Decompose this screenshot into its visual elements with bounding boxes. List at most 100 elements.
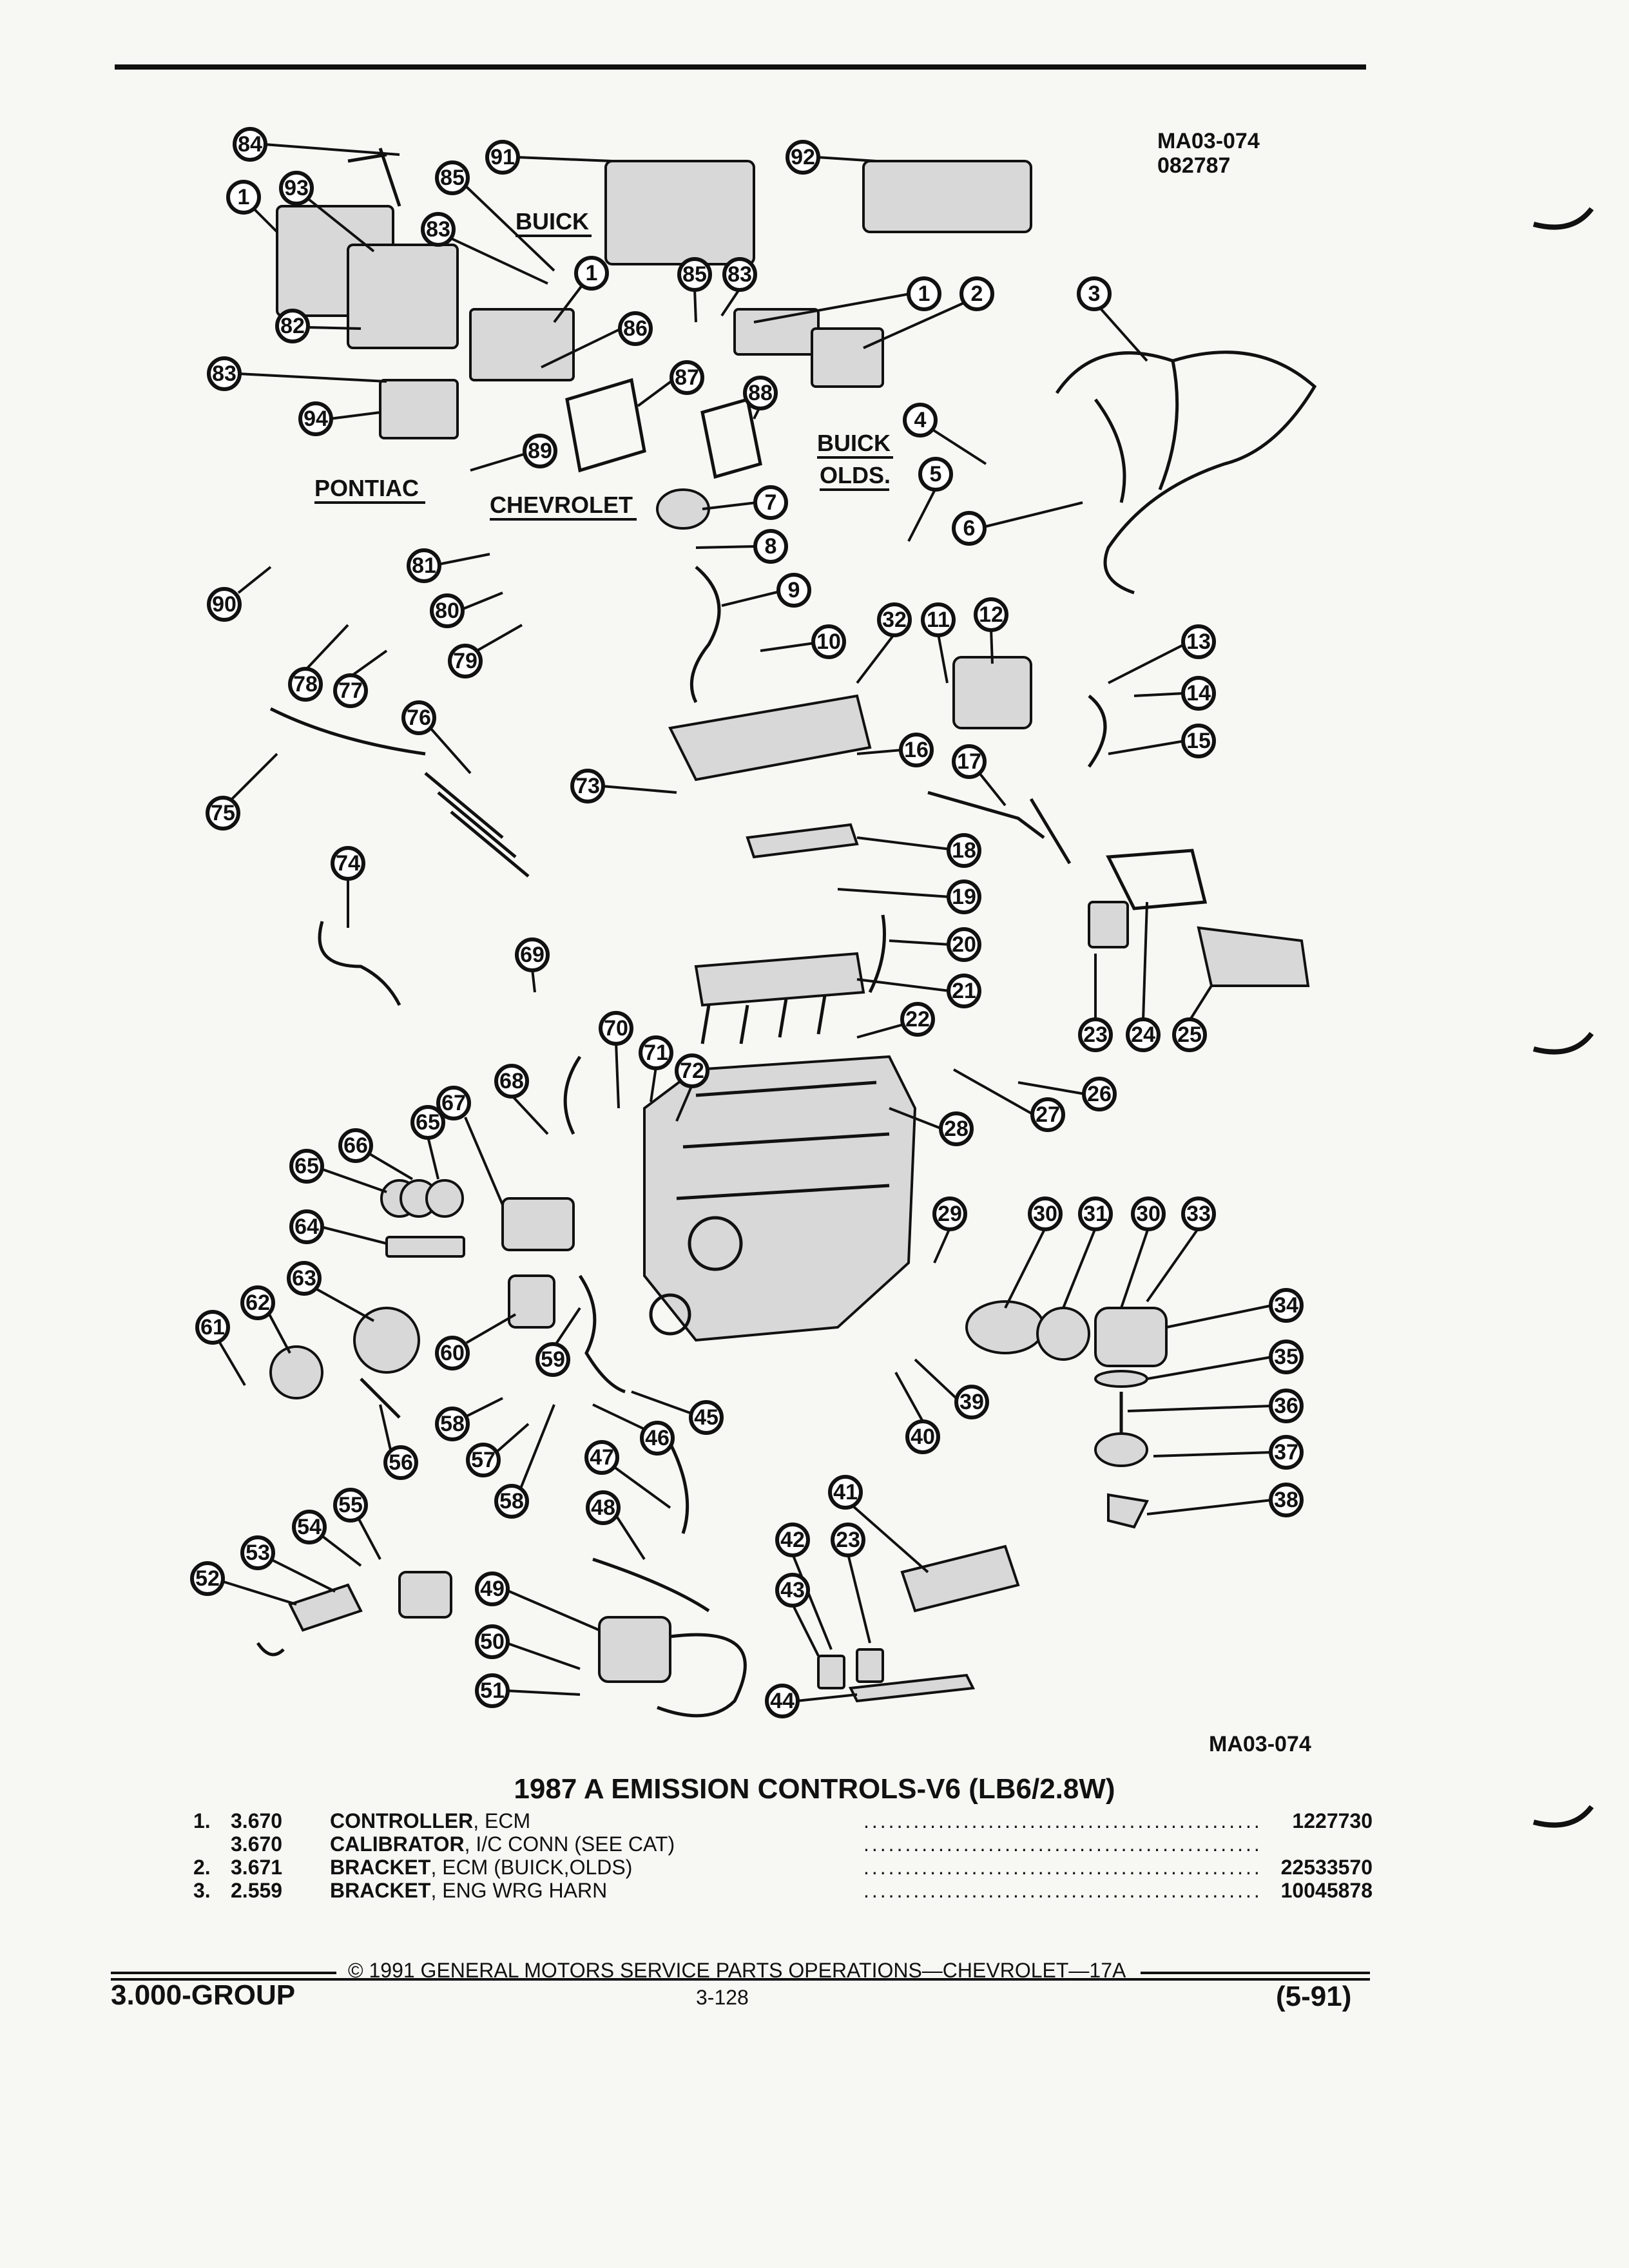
svg-text:5: 5	[930, 462, 942, 486]
svg-text:22: 22	[905, 1007, 930, 1032]
callout-6: 6	[952, 501, 1083, 546]
leader-dots: ........................................…	[863, 1856, 1263, 1879]
callout-13: 13	[1108, 624, 1216, 684]
callout-65a: 65	[410, 1105, 445, 1180]
footer-rule-thick	[111, 1978, 1370, 1981]
callout-37: 37	[1153, 1435, 1304, 1470]
callout-31: 31	[1062, 1196, 1113, 1309]
callout-66: 66	[338, 1128, 414, 1180]
callout-85: 85	[435, 160, 555, 272]
svg-text:19: 19	[952, 885, 976, 909]
callout-52: 52	[190, 1561, 297, 1606]
svg-text:23: 23	[1083, 1023, 1108, 1047]
callout-85b: 85	[677, 257, 712, 323]
callout-77: 77	[333, 649, 388, 708]
callout-74: 74	[331, 846, 365, 928]
callout-8: 8	[695, 529, 788, 564]
callout-39: 39	[914, 1358, 989, 1419]
callout-41: 41	[828, 1475, 929, 1573]
callout-83c: 83	[207, 356, 387, 391]
svg-text:88: 88	[748, 381, 773, 405]
callout-53: 53	[240, 1535, 336, 1593]
svg-text:85: 85	[682, 262, 707, 287]
svg-text:68: 68	[499, 1069, 524, 1093]
svg-text:16: 16	[904, 738, 929, 762]
svg-text:14: 14	[1186, 681, 1211, 706]
callout-93: 93	[279, 171, 375, 253]
part-name-main: BRACKET	[330, 1879, 431, 1902]
callout-17: 17	[952, 744, 1007, 807]
svg-text:79: 79	[453, 649, 477, 673]
binder-marks	[1532, 207, 1594, 1828]
svg-text:76: 76	[407, 706, 431, 730]
callout-24: 24	[1126, 901, 1161, 1052]
svg-text:37: 37	[1274, 1440, 1298, 1465]
svg-text:1: 1	[238, 185, 250, 209]
callout-28: 28	[889, 1107, 974, 1146]
callout-57: 57	[466, 1423, 530, 1477]
svg-text:83: 83	[728, 262, 752, 287]
item-number: 1.	[193, 1809, 211, 1832]
svg-text:29: 29	[938, 1202, 962, 1226]
callout-73: 73	[570, 769, 677, 803]
callout-33: 33	[1146, 1196, 1216, 1303]
callout-72: 72	[675, 1053, 709, 1122]
callout-20: 20	[889, 927, 981, 962]
callout-51: 51	[475, 1673, 581, 1708]
callout-61: 61	[195, 1310, 246, 1387]
svg-text:54: 54	[297, 1515, 322, 1539]
group-code: 3.670	[231, 1809, 283, 1832]
page-number: 3-128	[696, 1986, 749, 2009]
callout-23b: 23	[831, 1523, 871, 1644]
parts-row: 2. 3.671 BRACKET, ECM (BUICK,OLDS) .....…	[193, 1856, 1373, 1879]
variant-labels: BUICK PONTIAC CHEVROLET BUICK OLDS.	[314, 208, 893, 521]
callout-15: 15	[1108, 724, 1216, 758]
callout-76: 76	[401, 700, 472, 774]
svg-text:81: 81	[412, 553, 436, 578]
top-rule	[115, 64, 1366, 70]
part-description: , ECM	[473, 1809, 531, 1832]
group-code: 2.559	[231, 1879, 283, 1902]
svg-text:60: 60	[440, 1341, 465, 1365]
callout-94: 94	[298, 401, 381, 436]
svg-text:45: 45	[694, 1405, 718, 1430]
svg-text:53: 53	[246, 1541, 270, 1565]
svg-text:86: 86	[623, 316, 648, 341]
svg-text:11: 11	[927, 608, 950, 632]
part-name: BRACKET, ECM (BUICK,OLDS)	[330, 1856, 632, 1879]
callout-1b: 1	[553, 256, 609, 323]
label-pontiac: PONTIAC	[314, 475, 419, 501]
figure-code-line-1: MA03-074	[1157, 129, 1260, 153]
svg-text:80: 80	[435, 599, 459, 623]
footer-rule-right	[1141, 1972, 1370, 1974]
svg-text:35: 35	[1274, 1345, 1298, 1369]
callout-26: 26	[1017, 1077, 1117, 1111]
group-code: 3.671	[231, 1856, 283, 1879]
part-number: 10045878	[1280, 1879, 1373, 1902]
svg-text:57: 57	[471, 1448, 496, 1472]
svg-text:25: 25	[1177, 1023, 1202, 1047]
figure-code-line-2: 082787	[1157, 153, 1231, 178]
callout-46: 46	[592, 1403, 675, 1456]
svg-text:30: 30	[1136, 1202, 1161, 1226]
svg-text:92: 92	[791, 145, 815, 169]
callout-65b: 65	[289, 1149, 387, 1193]
part-name: CONTROLLER, ECM	[330, 1809, 530, 1832]
label-buick: BUICK	[516, 208, 589, 235]
callout-23a: 23	[1078, 954, 1113, 1052]
svg-text:93: 93	[284, 176, 309, 200]
callout-16: 16	[856, 733, 934, 767]
svg-text:91: 91	[490, 145, 515, 169]
svg-text:49: 49	[480, 1577, 505, 1601]
revision-date: (5-91)	[1276, 1981, 1352, 2012]
svg-text:71: 71	[644, 1041, 668, 1065]
svg-text:1: 1	[918, 282, 930, 306]
svg-text:4: 4	[914, 408, 927, 432]
callout-18: 18	[856, 833, 981, 868]
svg-text:62: 62	[246, 1291, 270, 1315]
svg-text:83: 83	[212, 361, 236, 386]
label-chevrolet: CHEVROLET	[490, 492, 633, 518]
callout-32: 32	[856, 602, 912, 684]
svg-text:89: 89	[528, 439, 552, 463]
